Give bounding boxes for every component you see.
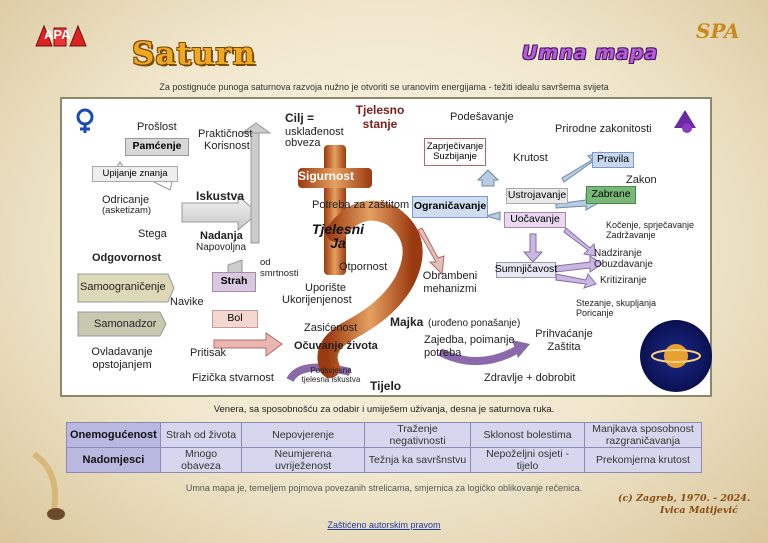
table-cell: Sklonost bolestima [470, 422, 585, 448]
node-nadanja: Nadanja [200, 230, 243, 242]
node-podesavanje: Podešavanje [450, 111, 514, 123]
mind-map-panel [60, 97, 712, 397]
node-ogranicavanje: Ograničavanje [412, 196, 488, 218]
node-stezanje: Stezanje, skupljanja Poricanje [576, 298, 657, 319]
table-cell: Traženje negativnosti [363, 422, 472, 448]
node-asketizam: (asketizam) [102, 205, 152, 216]
node-ucavanje: Uočavanje [504, 212, 566, 228]
footer-copyright-2: Ivica Matijević [660, 505, 738, 516]
node-korisnost: Korisnost [204, 140, 250, 152]
node-kritiziranje: Kritiziranje [600, 275, 647, 286]
venera-note: Venera, sa sposobnošću za odabir i umije… [213, 404, 555, 415]
intro-text: Za postignuće punoga saturnova razvoja n… [159, 82, 609, 92]
node-strah: Strah [212, 272, 256, 292]
table-cell: Neumjerena uvriježenost [241, 447, 365, 473]
node-upijanje: Upijanje znanja [92, 166, 178, 182]
summary-table: Onemogućenost Strah od života Nepovjeren… [66, 422, 702, 473]
node-podsvjesna: Podsvjesna tjelesna iskustva [301, 366, 361, 385]
apa-logo-text: APA [44, 27, 71, 42]
node-bol: Bol [212, 310, 258, 328]
node-zabrane: Zabrane [586, 186, 636, 204]
node-zdravlje: Zdravlje + dobrobit [484, 372, 576, 384]
node-ocuvanje: Očuvanje života [294, 340, 378, 352]
table-cell: Prekomjerna krutost [584, 447, 702, 473]
node-ukorijenjenost: Ukorijenjenost [282, 294, 352, 306]
node-zaprjecivanje: Zaprječivanje Suzbijanje [424, 138, 486, 166]
table-row: Onemogućenost Strah od života Nepovjeren… [66, 422, 702, 448]
node-tjelesni-ja: Tjelesni Ja [311, 221, 365, 251]
node-majka-sub: (urođeno ponašanje) [428, 318, 521, 329]
table-row-label: Onemogućenost [66, 422, 161, 448]
table-row-label: Nadomjesci [66, 447, 161, 473]
table-cell: Težnja ka savršnstvu [363, 447, 472, 473]
saturn-planet-image [640, 320, 712, 392]
node-odricanje: Odricanje [102, 194, 150, 206]
table-cell: Mnogo obaveza [159, 447, 243, 473]
node-fizicka: Fizička stvarnost [192, 372, 274, 384]
venus-icon [74, 108, 96, 134]
node-majka: Majka [390, 315, 424, 329]
node-zajedba: Zajedba, poimanje potreba [424, 334, 515, 359]
node-obuzdavanje: Obuzdavanje [594, 259, 653, 270]
table-row: Nadomjesci Mnogo obaveza Neumjerena uvri… [66, 447, 702, 473]
node-prakticnost: Praktičnost [198, 128, 253, 140]
node-pravila: Pravila [592, 152, 634, 168]
node-prirodne: Prirodne zakonitosti [555, 123, 652, 135]
node-navike: Navike [170, 296, 204, 308]
footer-note: Umna mapa je, temeljem pojmova povezanih… [185, 483, 583, 493]
spa-logo-text: SPA [696, 19, 740, 43]
node-samonadzor: Samonadzor [94, 318, 157, 330]
table-cell: Nepovjerenje [241, 422, 365, 448]
node-zasicenost: Zasićenost [304, 322, 358, 334]
node-krutost: Krutost [513, 152, 548, 164]
node-cilj-2: obveza [285, 137, 321, 149]
node-stega: Stega [138, 228, 167, 240]
node-iskustva: Iskustva [196, 189, 245, 203]
node-nadziranje: Nadziranje [594, 248, 642, 259]
node-ovladavanje: Ovladavanje opstojanjem [91, 346, 153, 371]
node-odgovornost: Odgovornost [92, 252, 162, 264]
node-obrambeni: Obrambeni mehanizmi [422, 270, 478, 295]
node-tijelo: Tijelo [370, 379, 402, 393]
apa-logo: APA [34, 22, 90, 48]
table-cell: Nepoželjni osjeti - tijelo [470, 447, 585, 473]
node-proslost: Prošlost [137, 121, 177, 133]
node-pritisak: Pritisak [190, 347, 227, 359]
node-napovoljna: Napovoljna [196, 242, 247, 253]
node-sigurnost: Sigurnost [298, 169, 354, 183]
node-zakon: Zakon [626, 174, 657, 186]
node-od-smrtnosti: od smrtnosti [260, 257, 299, 279]
node-ustrojavanje: Ustrojavanje [506, 188, 568, 204]
node-tjelesno-stanje: Tjelesno stanje [355, 103, 405, 131]
node-kocenje: Kočenje, sprječavanje Zadržavanje [606, 220, 695, 241]
page-subtitle: Umna mapa [522, 42, 659, 64]
node-prihvacanje: Prihvaćanje Zaštita [535, 328, 593, 353]
table-cell: Manjkava sposobnost razgraničavanja [584, 422, 702, 448]
node-pamcenje: Pamćenje [125, 138, 189, 156]
page-title: Saturn [132, 36, 257, 72]
node-cilj-title: Cilj = [285, 111, 315, 125]
node-cilj-1: usklađenost [285, 126, 344, 138]
copyright-link[interactable]: Zaštićeno autorskim pravom [327, 520, 441, 530]
node-samoogranicenje: Samoograničenje [80, 281, 166, 293]
node-otpornost: Otpornost [339, 261, 388, 273]
spa-logo: SPA [694, 20, 740, 50]
node-sumnjicavost: Sumnjičavost [495, 262, 557, 278]
quill-icon [30, 451, 70, 522]
footer-copyright-1: (c) Zagreb, 1970. - 2024. [618, 493, 751, 504]
node-potreba: Potreba za zaštitom [312, 199, 410, 211]
saturn-glyph-icon [672, 108, 698, 134]
table-cell: Strah od života [159, 422, 243, 448]
node-uporiste: Uporište [305, 282, 346, 294]
